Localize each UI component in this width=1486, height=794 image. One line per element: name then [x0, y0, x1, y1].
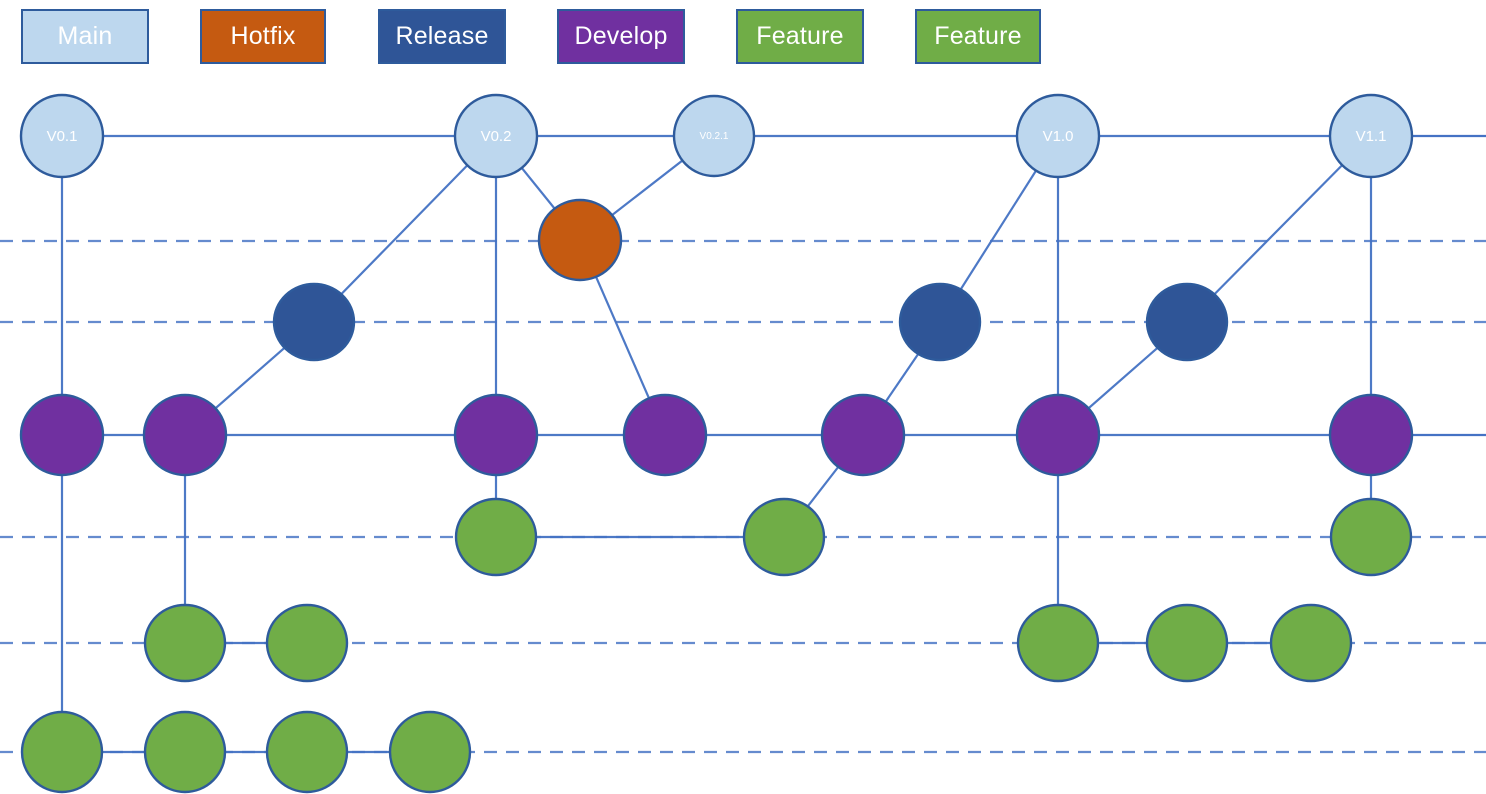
- commit-node-develop-d2[interactable]: [142, 393, 228, 477]
- commit-node-develop-d3[interactable]: [453, 393, 539, 477]
- commit-tag-label: V1.1: [1356, 128, 1387, 145]
- lane-guides: [0, 239, 1486, 754]
- commit-dot: [453, 93, 539, 179]
- legend-item-release-2[interactable]: Release: [378, 9, 506, 64]
- commit-node-feature-f2e[interactable]: [1269, 603, 1353, 683]
- commit-dot: [1015, 93, 1101, 179]
- commit-dot: [1329, 497, 1413, 577]
- commit-node-feature-f2b[interactable]: [265, 603, 349, 683]
- legend-item-feature-4[interactable]: Feature: [736, 9, 864, 64]
- commit-dot: [19, 93, 105, 179]
- commit-dot: [672, 94, 756, 178]
- commit-tag-label: V0.1: [47, 128, 78, 145]
- commit-dot: [272, 282, 356, 362]
- commit-dot: [265, 710, 349, 794]
- commit-dot: [622, 393, 708, 477]
- commit-dot: [1016, 603, 1100, 683]
- commit-dot: [388, 710, 472, 794]
- commit-nodes: V0.1 V0.2 V0.2.1 V1.0 V1.1: [19, 93, 1414, 794]
- legend-item-hotfix-1[interactable]: Hotfix: [200, 9, 326, 64]
- commit-node-develop-d1[interactable]: [19, 393, 105, 477]
- commit-tag-label: V0.2: [481, 128, 512, 145]
- commit-dot: [20, 710, 104, 794]
- commit-node-develop-d4[interactable]: [622, 393, 708, 477]
- commit-dot: [537, 198, 623, 282]
- commit-dot: [1328, 93, 1414, 179]
- commit-node-release-r2[interactable]: [898, 282, 982, 362]
- commit-node-feature-f1b[interactable]: [742, 497, 826, 577]
- legend-item-feature-5[interactable]: Feature: [915, 9, 1041, 64]
- edge-r3-to-m5: [1186, 135, 1372, 323]
- legend-item-label: Develop: [574, 22, 668, 50]
- commit-dot: [265, 603, 349, 683]
- branch-legend: Main Hotfix Release Develop Feature Feature: [0, 0, 1486, 80]
- commit-node-develop-d7[interactable]: [1328, 393, 1414, 477]
- commit-dot: [454, 497, 538, 577]
- commit-tag-label: V1.0: [1043, 128, 1074, 145]
- commit-node-main-V0-1[interactable]: V0.1: [19, 93, 105, 179]
- legend-item-main-0[interactable]: Main: [21, 9, 149, 64]
- commit-node-feature-f1c[interactable]: [1329, 497, 1413, 577]
- commit-node-feature-f3b[interactable]: [143, 710, 227, 794]
- commit-dot: [1015, 393, 1101, 477]
- commit-dot: [1328, 393, 1414, 477]
- commit-dot: [1145, 603, 1229, 683]
- commit-dot: [453, 393, 539, 477]
- commit-node-feature-f2c[interactable]: [1016, 603, 1100, 683]
- commit-dot: [1145, 282, 1229, 362]
- legend-item-label: Feature: [756, 22, 844, 50]
- commit-dot: [19, 393, 105, 477]
- legend-item-label: Hotfix: [230, 22, 296, 50]
- commit-node-release-r1[interactable]: [272, 282, 356, 362]
- commit-dot: [742, 497, 826, 577]
- commit-dot: [143, 710, 227, 794]
- commit-node-main-V0-2-1[interactable]: V0.2.1: [672, 94, 756, 178]
- commit-node-release-r3[interactable]: [1145, 282, 1229, 362]
- legend-item-label: Main: [57, 22, 113, 50]
- commit-node-feature-f3c[interactable]: [265, 710, 349, 794]
- commit-dot: [142, 393, 228, 477]
- commit-node-develop-d6[interactable]: [1015, 393, 1101, 477]
- commit-node-main-V0-2[interactable]: V0.2: [453, 93, 539, 179]
- legend-item-label: Feature: [934, 22, 1022, 50]
- commit-tag-label: V0.2.1: [700, 131, 729, 142]
- commit-node-hotfix-h1[interactable]: [537, 198, 623, 282]
- commit-node-develop-d5[interactable]: [820, 393, 906, 477]
- commit-node-feature-f1a[interactable]: [454, 497, 538, 577]
- commit-node-feature-f3a[interactable]: [20, 710, 104, 794]
- commit-dot: [898, 282, 982, 362]
- commit-dot: [1269, 603, 1353, 683]
- edge-m2-to-r1: [313, 135, 497, 323]
- commit-dot: [820, 393, 906, 477]
- legend-item-develop-3[interactable]: Develop: [557, 9, 685, 64]
- commit-node-feature-f2d[interactable]: [1145, 603, 1229, 683]
- commit-node-feature-f3d[interactable]: [388, 710, 472, 794]
- commit-node-main-V1-0[interactable]: V1.0: [1015, 93, 1101, 179]
- commit-node-feature-f2a[interactable]: [143, 603, 227, 683]
- commit-node-main-V1-1[interactable]: V1.1: [1328, 93, 1414, 179]
- legend-item-label: Release: [395, 22, 489, 50]
- commit-dot: [143, 603, 227, 683]
